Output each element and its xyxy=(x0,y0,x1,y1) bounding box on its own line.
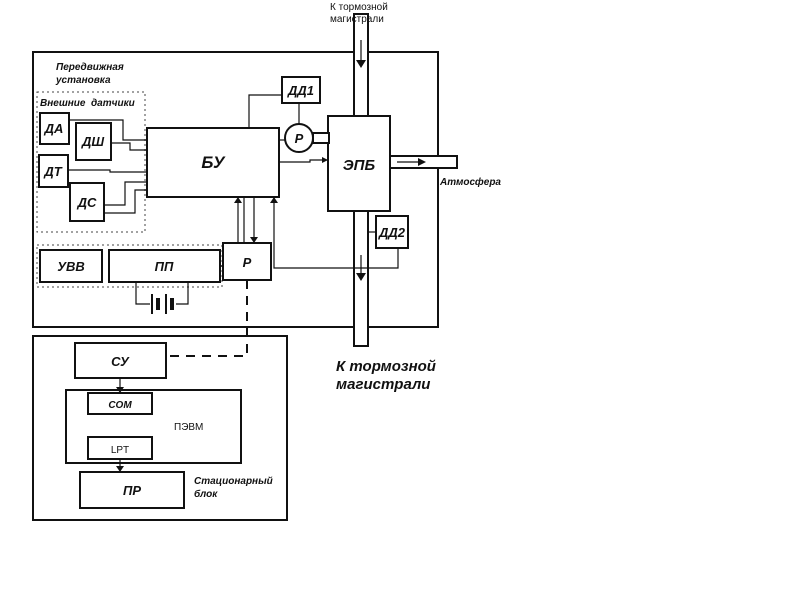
lower-flow-arrow xyxy=(356,273,366,281)
dt-to-bu-line xyxy=(68,169,147,173)
su-block xyxy=(74,342,167,379)
r-bottom-block xyxy=(222,242,272,281)
r-bottom-label: Р xyxy=(243,255,252,270)
ds-to-bu-line xyxy=(104,181,147,206)
bu-to-epb-arrow xyxy=(322,157,328,163)
sensors-label-word1: Внешние xyxy=(40,98,86,109)
mobile-unit-label-line1: Передвижная xyxy=(56,62,124,73)
pp-label: ПП xyxy=(155,259,174,274)
mobile-unit-label-line2: установка xyxy=(55,75,111,86)
top-pipe-label-line1: К тормозной xyxy=(330,2,388,13)
ds-sensor-block xyxy=(69,182,105,222)
relay-coupling xyxy=(312,132,330,144)
bu-to-dd1-line xyxy=(248,94,282,128)
dt-label: ДТ xyxy=(43,164,62,179)
dd2-feedback-line xyxy=(273,197,399,269)
bu-to-epb-line xyxy=(279,159,328,163)
dd2-feedback-arrow xyxy=(270,197,278,203)
da-sensor-block xyxy=(39,112,70,145)
pevm-label: ПЭВМ xyxy=(174,422,203,433)
bu-to-r-arrow xyxy=(250,237,258,243)
atmosphere-label: Атмосфера xyxy=(439,176,501,188)
stationary-label-line1: Стационарный xyxy=(194,476,273,487)
battery-icon xyxy=(151,294,174,314)
bottom-pipe-label-line2: магистрали xyxy=(336,376,430,393)
lpt-label: LPT xyxy=(111,445,129,456)
top-pipe-label-line2: магистрали xyxy=(330,14,384,25)
bottom-pipe-label-line1: К тормозной xyxy=(336,358,436,375)
bu-label: БУ xyxy=(201,153,226,172)
upper-flow-arrow xyxy=(356,60,366,68)
da-label: ДА xyxy=(44,121,64,136)
epb-block xyxy=(327,115,391,212)
bu-block xyxy=(146,127,280,198)
r-top-label: Р xyxy=(295,131,304,146)
stationary-unit-frame xyxy=(32,335,288,521)
com-label: COM xyxy=(108,400,132,411)
dt-sensor-block xyxy=(38,154,69,188)
battery-wire-left xyxy=(135,282,150,305)
dsh-sensor-block xyxy=(75,122,112,161)
sensors-group-frame xyxy=(36,91,146,233)
dsh-label: ДШ xyxy=(81,134,104,149)
dd2-label: ДД2 xyxy=(378,225,406,240)
r-to-bu-arrow xyxy=(234,197,242,203)
dd1-label: ДД1 xyxy=(287,83,314,98)
pr-block xyxy=(79,471,185,509)
uvv-label: УВВ xyxy=(57,259,85,274)
lpt-to-pr-arrow xyxy=(116,466,124,472)
su-label: СУ xyxy=(111,354,130,369)
dd1-block xyxy=(281,76,321,104)
radio-link-line xyxy=(166,280,248,357)
battery-wire-right xyxy=(176,282,189,305)
mobile-unit-frame xyxy=(32,51,439,328)
dsh-to-bu-line xyxy=(111,142,147,151)
ds-to-bu-line-2 xyxy=(104,189,147,214)
sensors-label-word2: датчики xyxy=(91,98,135,109)
stationary-label-line2: блок xyxy=(194,488,218,500)
ds-label: ДС xyxy=(77,195,97,210)
epb-label: ЭПБ xyxy=(343,157,376,174)
da-to-bu-line xyxy=(69,119,147,141)
atmosphere-flow-arrow xyxy=(418,158,426,166)
uvv-block xyxy=(39,249,103,283)
su-to-com-arrow xyxy=(116,387,124,393)
pr-label: ПР xyxy=(123,483,141,498)
